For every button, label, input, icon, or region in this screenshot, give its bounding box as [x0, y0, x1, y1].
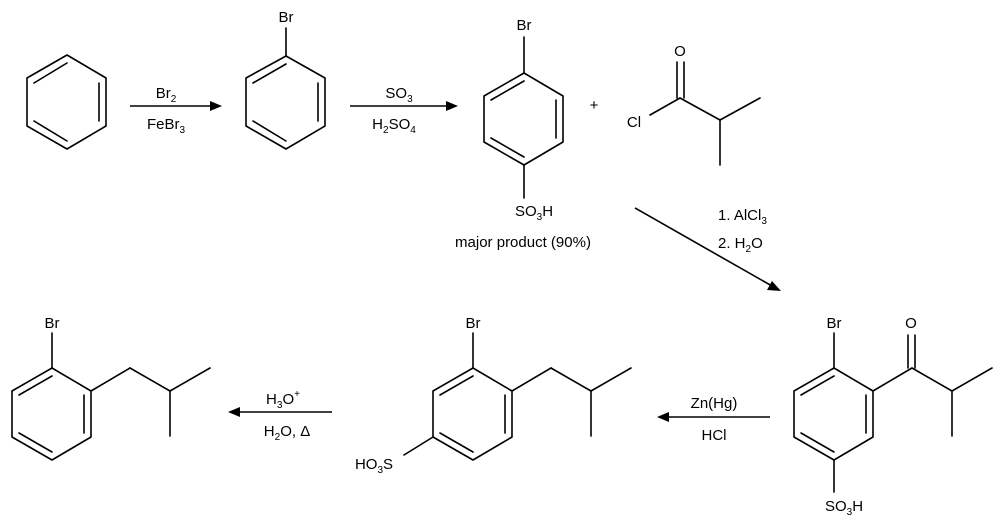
reagent-br2: Br2 [156, 85, 177, 105]
reagent-so3: SO3 [385, 85, 413, 105]
major-product-caption: major product (90%) [455, 234, 591, 251]
ketone-o-label: O [905, 315, 917, 332]
reagent-febr3: FeBr3 [147, 116, 186, 136]
plus-sign: + [590, 97, 599, 114]
final-product [11, 332, 211, 461]
ketone-br-label: Br [827, 315, 842, 332]
bromobenzene-br-label: Br [279, 9, 294, 26]
alkyl-br-label: Br [466, 315, 481, 332]
arrow-sulfonation [350, 101, 458, 111]
bromobenzene [245, 27, 326, 150]
bromobenzenesulfonic-acid [483, 36, 564, 199]
arrow-clemmensen [657, 412, 770, 422]
acyl-chloride-cl-label: Cl [627, 114, 641, 131]
sulfonic-acid-br-label: Br [517, 17, 532, 34]
arrow-acylation [634, 207, 781, 291]
reagent-hcl: HCl [702, 427, 727, 444]
reagent-h3o-plus: H3O+ [266, 389, 300, 411]
ketone-so3h-label: SO3H [825, 498, 863, 518]
arrow-desulfonation [228, 407, 332, 417]
aryl-ketone [793, 332, 993, 493]
benzene [26, 54, 107, 150]
arrow-bromination [130, 101, 222, 111]
reagent-zn-hg: Zn(Hg) [691, 395, 738, 412]
sulfonic-acid-so3h-label: SO3H [515, 203, 553, 223]
final-br-label: Br [45, 315, 60, 332]
reagent-h2o-workup: 2. H2O [718, 235, 763, 255]
alkyl-ho3s-label: HO3S [355, 456, 393, 476]
reagent-h2so4: H2SO4 [372, 116, 416, 136]
reagent-h2o-heat: H2O, Δ [264, 423, 310, 443]
isobutyl-sulfonic-acid [403, 332, 632, 461]
reagent-alcl3: 1. AlCl3 [718, 207, 767, 227]
acyl-chloride-o-label: O [674, 43, 686, 60]
isobutyryl-chloride [649, 61, 761, 166]
